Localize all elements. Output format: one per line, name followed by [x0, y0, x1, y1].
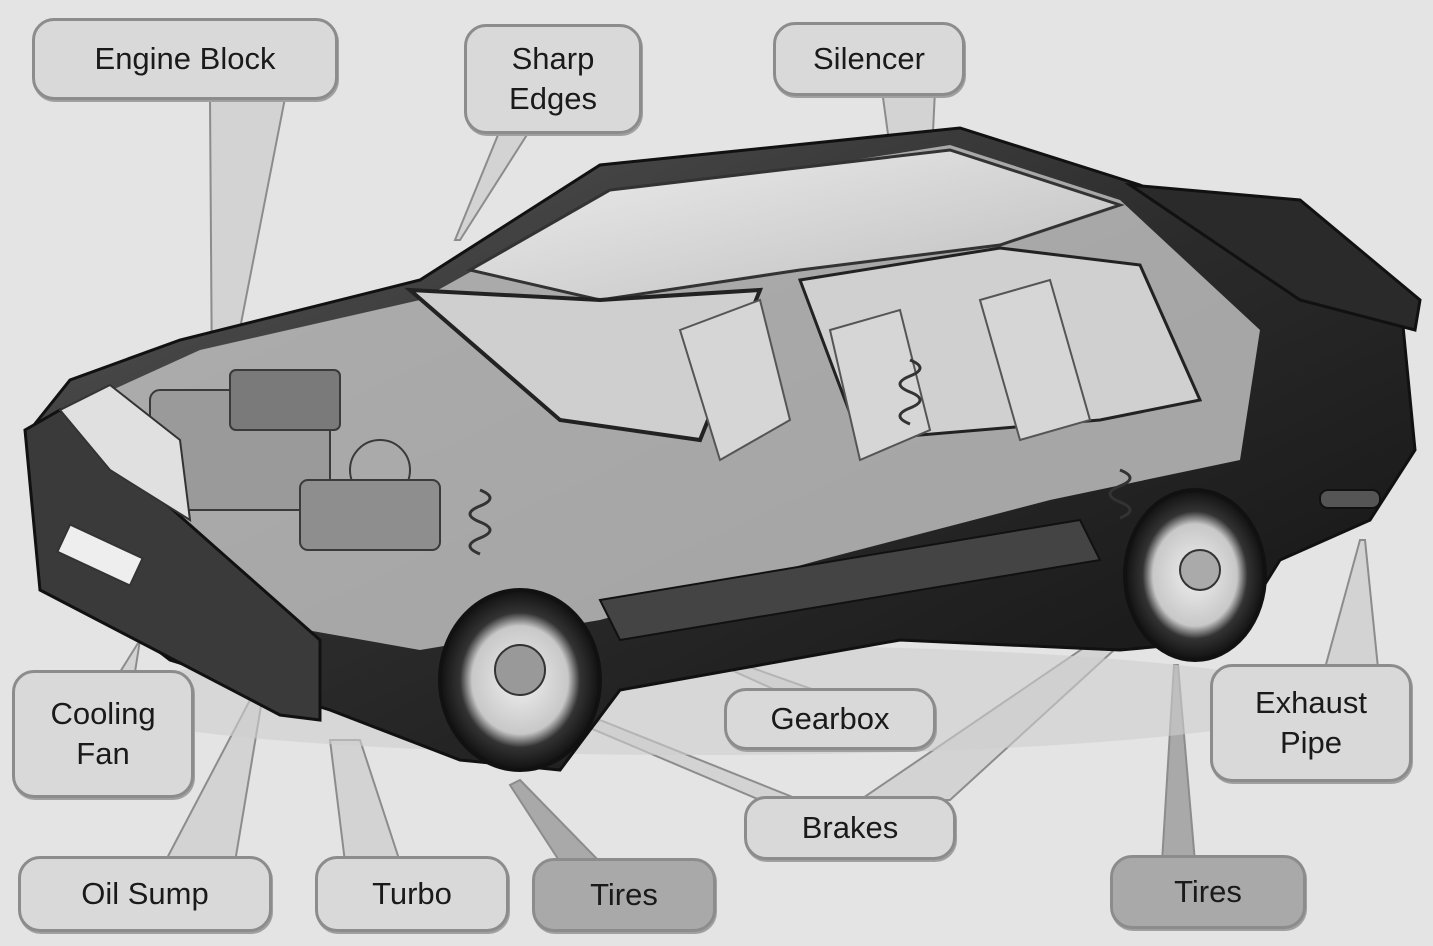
- label-engine-block: Engine Block: [32, 18, 338, 100]
- label-tires-rear: Tires: [1110, 855, 1306, 929]
- label-gearbox: Gearbox: [724, 688, 936, 750]
- label-turbo: Turbo: [315, 856, 509, 932]
- label-silencer: Silencer: [773, 22, 965, 96]
- label-brakes: Brakes: [744, 796, 956, 860]
- label-cooling-fan: Cooling Fan: [12, 670, 194, 798]
- label-exhaust-pipe: Exhaust Pipe: [1210, 664, 1412, 782]
- label-sharp-edges: Sharp Edges: [464, 24, 642, 134]
- car-body: [23, 126, 1422, 772]
- label-tires-front: Tires: [532, 858, 716, 932]
- label-oil-sump: Oil Sump: [18, 856, 272, 932]
